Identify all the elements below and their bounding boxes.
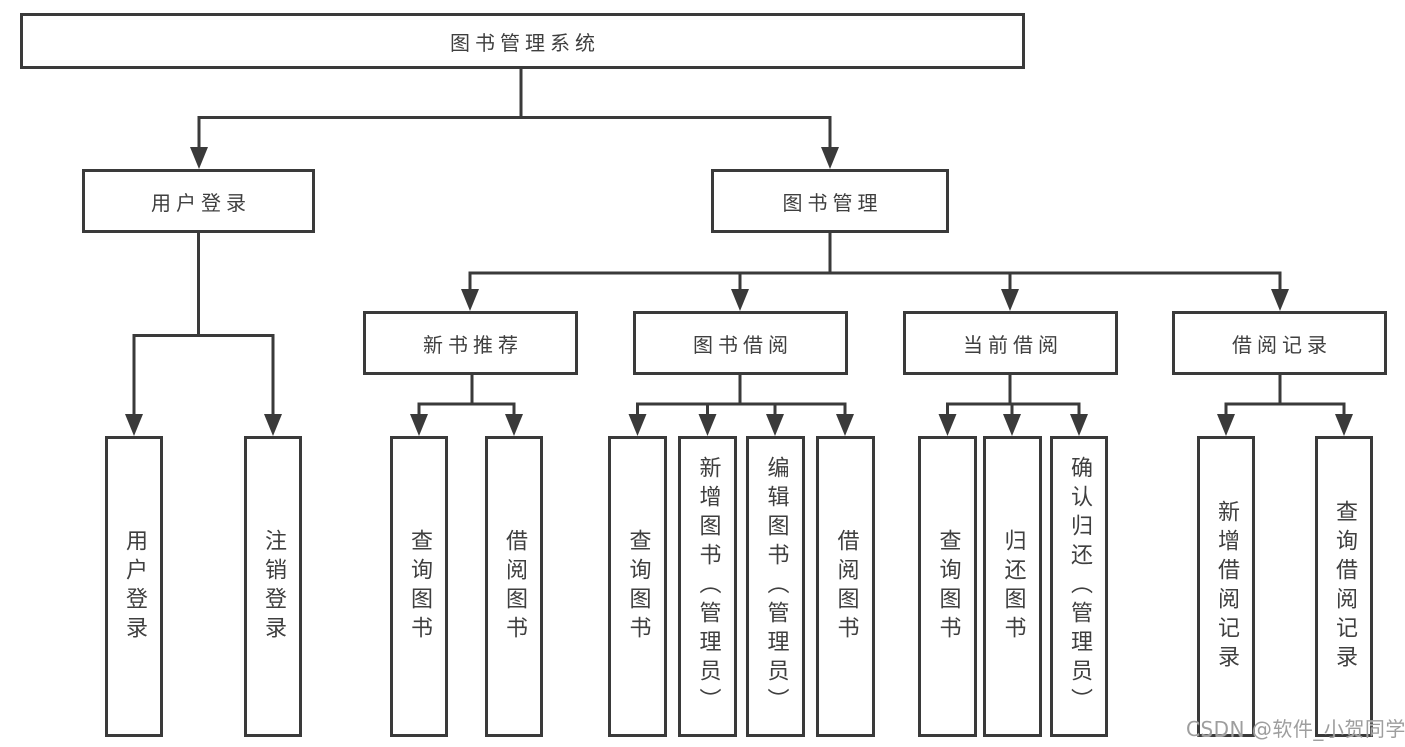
arrowhead-icon bbox=[836, 414, 854, 436]
arrowhead-icon bbox=[821, 147, 839, 169]
node-current-borrowing: 当前借阅 bbox=[903, 311, 1118, 375]
arrowhead-icon bbox=[505, 414, 523, 436]
connector-root-to-level2 bbox=[197, 69, 832, 150]
arrowhead-icon bbox=[190, 147, 208, 169]
connector-book-borrowing-to-leaves bbox=[636, 374, 847, 416]
arrowhead-icon bbox=[731, 289, 749, 311]
node-label: 借阅图书 bbox=[833, 528, 859, 645]
arrowhead-icon bbox=[410, 414, 428, 436]
node-library-management-system: 图书管理系统 bbox=[20, 13, 1025, 69]
node-book-management: 图书管理 bbox=[711, 169, 949, 233]
leaf-add-borrow-record: 新增借阅记录 bbox=[1197, 436, 1255, 737]
connector-book-management-to-level3 bbox=[468, 232, 1282, 291]
node-label: 借阅图书 bbox=[502, 528, 527, 645]
node-book-borrowing: 图书借阅 bbox=[633, 311, 848, 375]
node-label: 图书管理 bbox=[782, 190, 883, 215]
node-label: 编辑图书（管理员） bbox=[763, 456, 789, 717]
leaf-borrow-books-recommend: 借阅图书 bbox=[485, 436, 543, 737]
node-label: 用户登录 bbox=[151, 190, 251, 215]
arrowhead-icon bbox=[1003, 414, 1021, 436]
node-label: 图书借阅 bbox=[693, 332, 793, 357]
arrowhead-icon bbox=[698, 414, 717, 436]
arrowhead-icon bbox=[938, 414, 957, 436]
leaf-return-books: 归还图书 bbox=[983, 436, 1042, 737]
node-label: 查询图书 bbox=[625, 528, 651, 645]
arrowhead-icon bbox=[264, 414, 282, 436]
node-label: 查询图书 bbox=[935, 528, 961, 645]
leaf-user-login: 用户登录 bbox=[105, 436, 163, 737]
node-label: 用户登录 bbox=[122, 528, 147, 645]
leaf-query-books-recommend: 查询图书 bbox=[390, 436, 448, 737]
arrowhead-icon bbox=[628, 414, 647, 436]
node-label: 新增图书（管理员） bbox=[695, 456, 721, 717]
leaf-borrow-books-borrowing: 借阅图书 bbox=[816, 436, 875, 737]
leaf-query-books-borrowing: 查询图书 bbox=[608, 436, 667, 737]
node-borrowing-records: 借阅记录 bbox=[1172, 311, 1387, 375]
node-label: 新书推荐 bbox=[423, 332, 523, 357]
node-label: 归还图书 bbox=[1000, 528, 1026, 645]
node-new-book-recommendation: 新书推荐 bbox=[363, 311, 578, 375]
connector-user-login-to-leaves bbox=[132, 233, 275, 416]
leaf-confirm-return-admin: 确认归还（管理员） bbox=[1050, 436, 1108, 737]
node-label: 借阅记录 bbox=[1232, 332, 1332, 357]
node-label: 图书管理系统 bbox=[450, 30, 600, 55]
node-user-login: 用户登录 bbox=[82, 169, 315, 233]
arrowhead-icon bbox=[125, 414, 143, 436]
leaf-query-borrow-record: 查询借阅记录 bbox=[1315, 436, 1373, 737]
watermark: CSDN @软件_小贺同学 bbox=[1186, 717, 1405, 741]
leaf-edit-books-admin: 编辑图书（管理员） bbox=[746, 436, 805, 737]
leaf-add-books-admin: 新增图书（管理员） bbox=[678, 436, 737, 737]
arrowhead-icon bbox=[1217, 414, 1235, 436]
connector-new-book-recommendation-to-leaves bbox=[417, 374, 516, 416]
arrowhead-icon bbox=[1001, 289, 1019, 311]
arrowheads bbox=[125, 147, 1353, 436]
node-label: 查询借阅记录 bbox=[1332, 499, 1357, 674]
node-label: 新增借阅记录 bbox=[1214, 499, 1239, 674]
arrowhead-icon bbox=[1271, 289, 1289, 311]
leaf-query-books-current: 查询图书 bbox=[918, 436, 977, 737]
node-label: 当前借阅 bbox=[963, 332, 1063, 357]
arrowhead-icon bbox=[1335, 414, 1353, 436]
arrowhead-icon bbox=[766, 414, 784, 436]
connector-borrowing-records-to-leaves bbox=[1224, 374, 1346, 416]
node-label: 查询图书 bbox=[407, 528, 432, 645]
arrowhead-icon bbox=[1070, 414, 1088, 436]
node-label: 确认归还（管理员） bbox=[1067, 456, 1092, 717]
arrowhead-icon bbox=[461, 289, 479, 311]
connector-current-borrowing-to-leaves bbox=[946, 374, 1081, 416]
leaf-logout: 注销登录 bbox=[244, 436, 302, 737]
node-label: 注销登录 bbox=[261, 528, 286, 645]
